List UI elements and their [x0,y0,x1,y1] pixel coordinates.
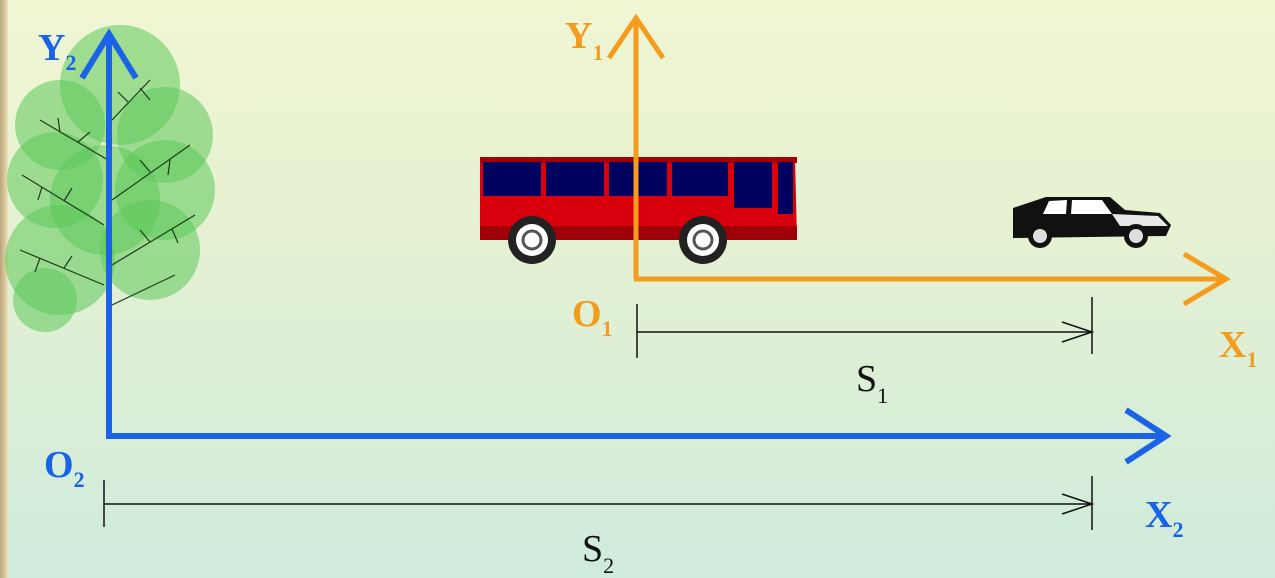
distance-s1-label: S1 [856,358,888,408]
left-border-strip [0,0,8,578]
car-icon [1013,197,1171,248]
moving-frame [606,13,1231,307]
moving-frame-x-arrowhead [1182,251,1231,307]
ground-frame-y-label: Y2 [38,27,76,75]
ground-frame-y-arrowhead [79,28,139,80]
ground-frame-x-arrowhead [1124,407,1172,465]
bus-front-wheel [679,216,727,264]
moving-frame-x-label: X1 [1219,324,1257,372]
ground-frame-x-label: X2 [1145,494,1183,542]
ground-frame [79,28,1172,465]
distance-s2-marker [103,476,1095,530]
bus-rear-wheel [508,216,556,264]
tree-icon [5,25,215,332]
distance-s1-marker [636,297,1095,358]
ground-frame-origin-label: O2 [44,444,85,492]
distance-s2-label: S2 [582,528,614,578]
moving-frame-y-label: Y1 [565,15,603,65]
moving-frame-y-arrowhead [606,13,666,60]
moving-frame-origin-label: O1 [572,293,613,341]
